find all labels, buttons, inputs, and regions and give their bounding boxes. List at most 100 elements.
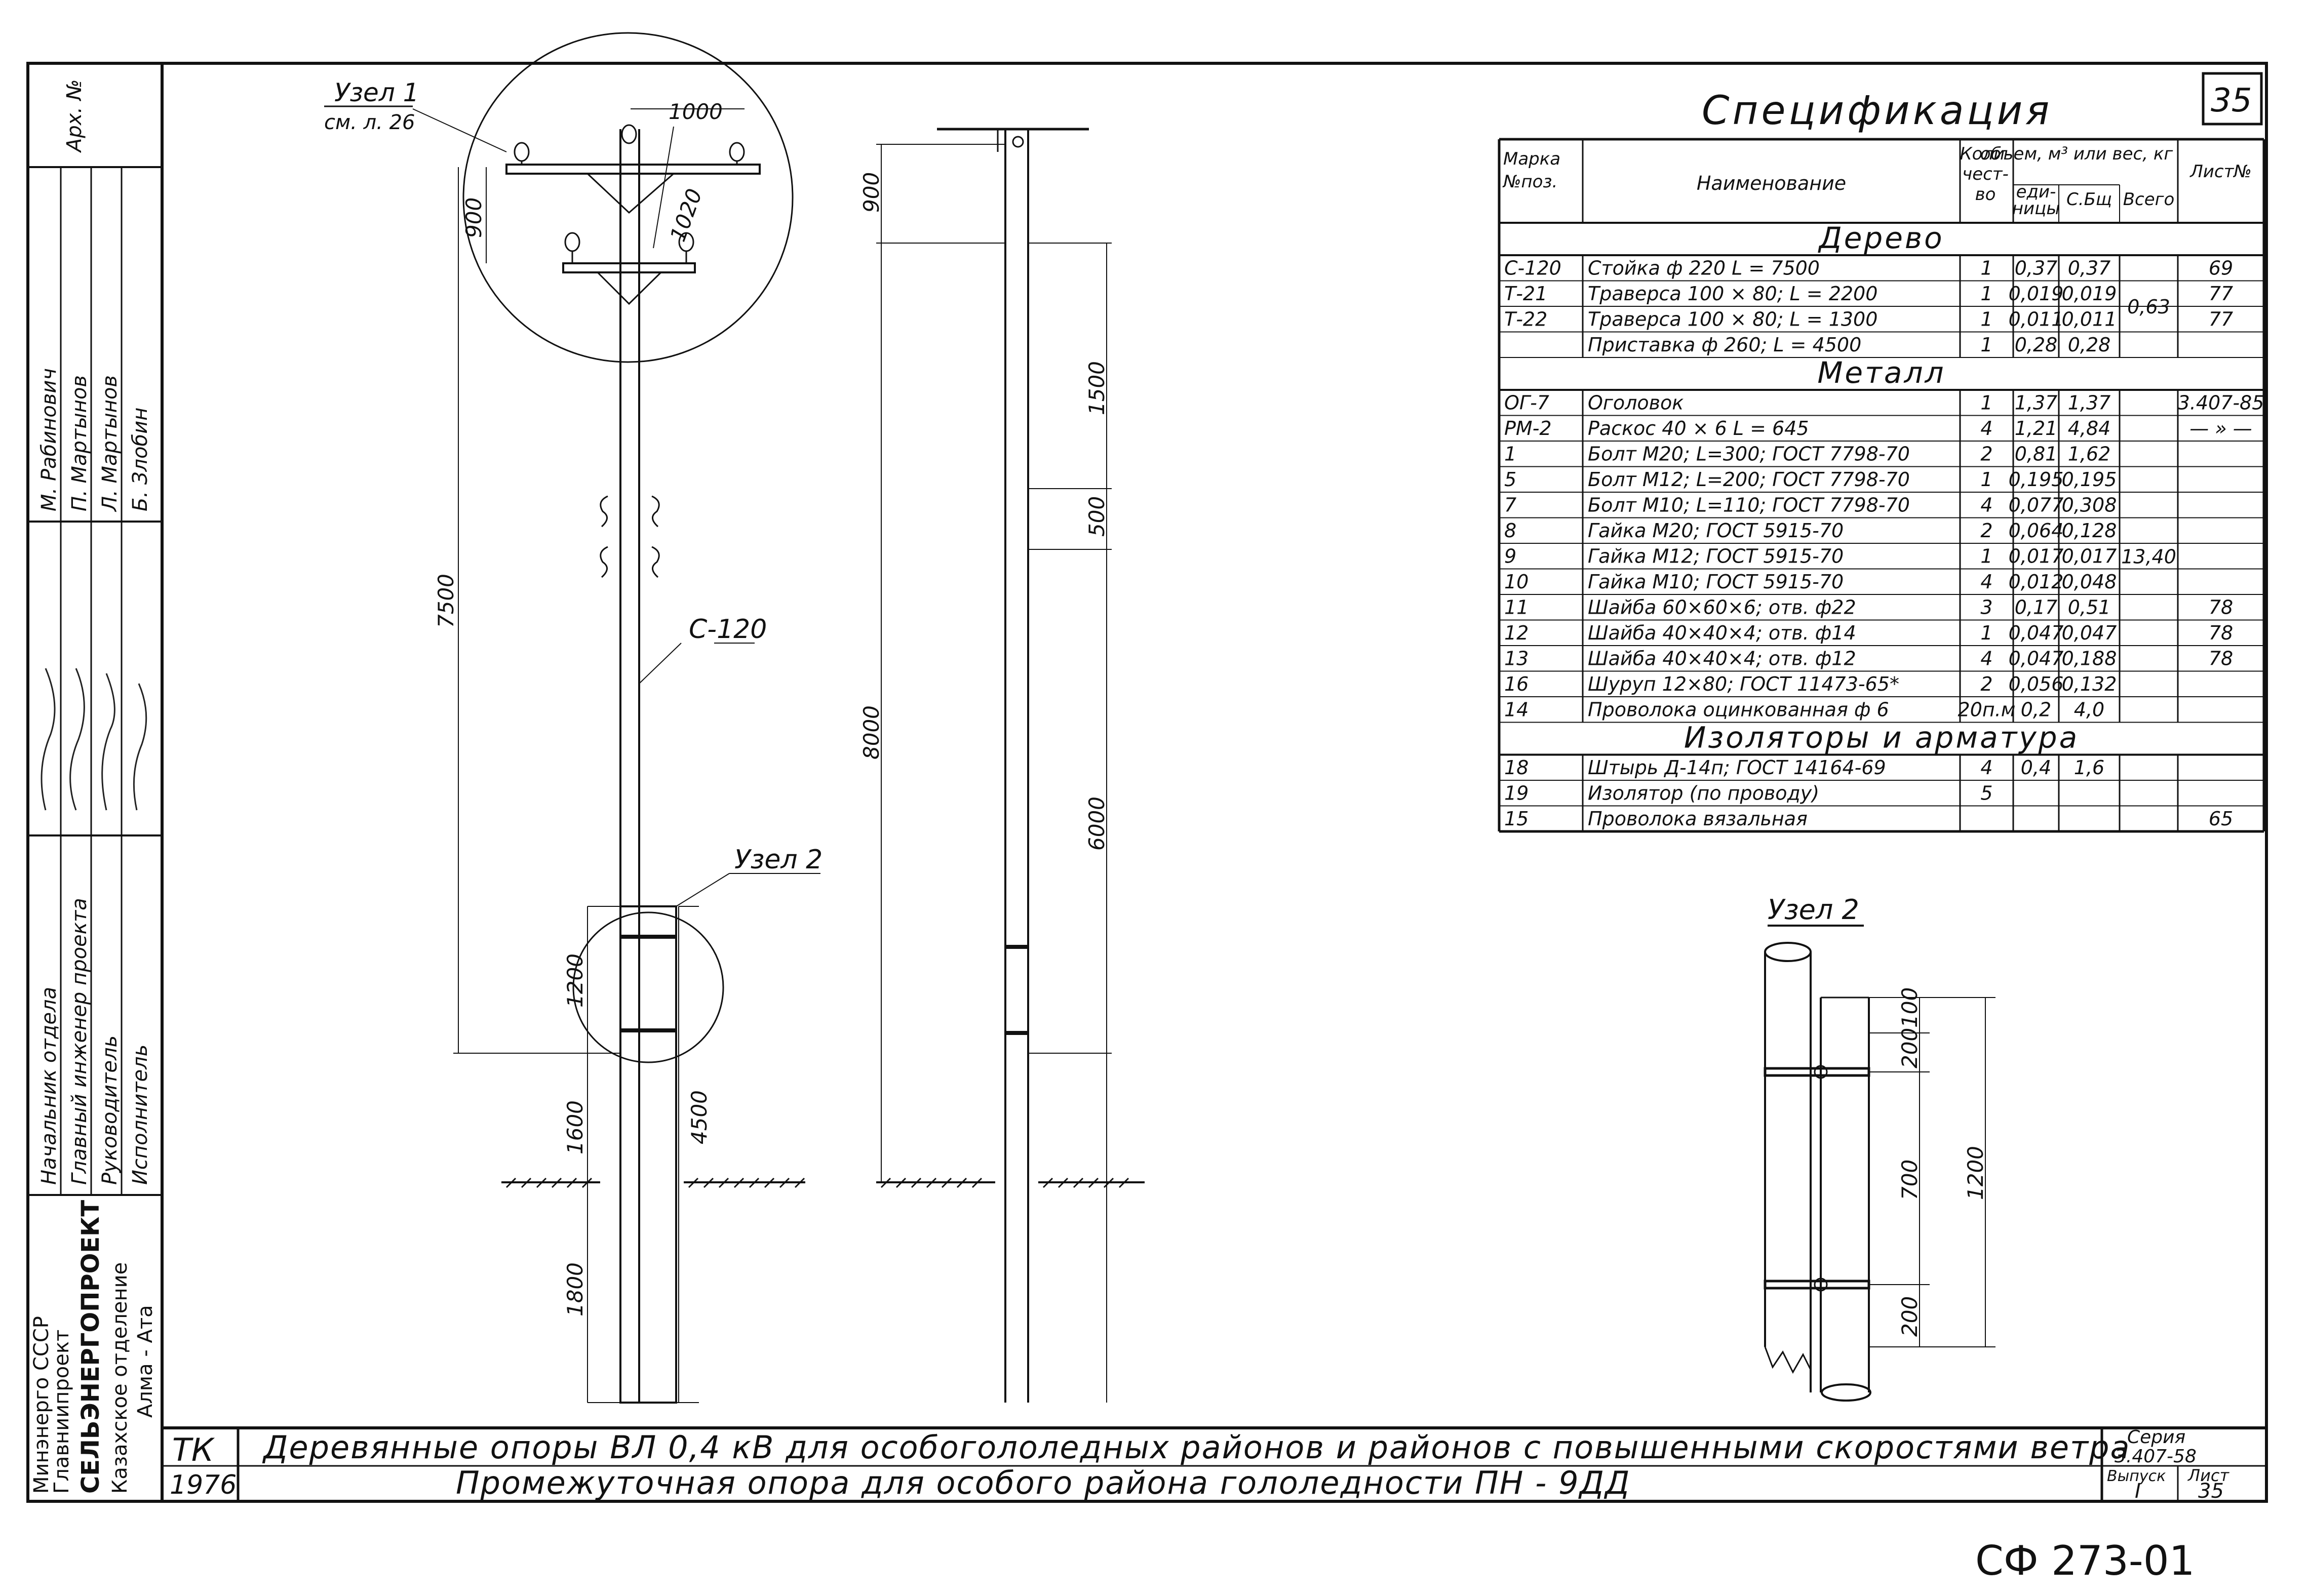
row-sheet: 78 bbox=[2209, 622, 2233, 644]
row-unit: 0,064 bbox=[2009, 520, 2064, 542]
row-sum: 1,62 bbox=[2068, 443, 2111, 465]
row-sum: 4,0 bbox=[2074, 699, 2104, 721]
row-unit: 0,047 bbox=[2009, 622, 2064, 644]
row-unit: 0,012 bbox=[2009, 571, 2064, 593]
row-unit: 1,21 bbox=[2015, 417, 2058, 440]
node1-circle bbox=[462, 32, 794, 363]
signature-1 bbox=[41, 668, 56, 811]
row-qty: 1 bbox=[1980, 622, 1992, 644]
row-mark: 13 bbox=[1504, 648, 1529, 670]
row-sum: 0,048 bbox=[2062, 571, 2117, 593]
row-name: Гайка М12; ГОСТ 5915-70 bbox=[1588, 545, 1844, 568]
row-sum: 0,51 bbox=[2068, 596, 2111, 619]
dim-detail-200-top: 200 bbox=[1897, 1028, 1922, 1068]
row-name: Приставка ф 260; L = 4500 bbox=[1588, 334, 1861, 356]
row-qty: 2 bbox=[1980, 520, 1992, 542]
row-qty: 5 bbox=[1980, 782, 1992, 805]
row-mark: 7 bbox=[1504, 494, 1516, 516]
specification: 35 Спецификация Марка№поз.НаименованиеКо… bbox=[1498, 72, 2265, 833]
dim-side-900: 900 bbox=[859, 172, 884, 213]
row-sum: 0,128 bbox=[2062, 520, 2117, 542]
outer-frame bbox=[26, 62, 2268, 1503]
section-total-0: 0,63 bbox=[2127, 296, 2170, 318]
row-sum: 0,011 bbox=[2062, 308, 2117, 331]
node1-ref: см. л. 26 bbox=[324, 111, 415, 134]
dim-detail-1200: 1200 bbox=[1963, 1146, 1988, 1200]
name-1: М. Рабинович bbox=[37, 368, 61, 511]
row-name: Изолятор (по проводу) bbox=[1588, 782, 1819, 805]
row-mark: 14 bbox=[1504, 699, 1529, 721]
node2-label: Узел 2 bbox=[734, 845, 823, 875]
row-sheet: 65 bbox=[2209, 808, 2233, 830]
node2-detail bbox=[1764, 942, 1995, 1402]
row-mark: 1 bbox=[1504, 443, 1516, 465]
header-mark: Марка bbox=[1503, 149, 1560, 169]
archive-stamp: СФ 273-01 bbox=[1975, 1537, 2195, 1584]
header-qty-2: чест- bbox=[1962, 164, 2009, 184]
row-qty: 4 bbox=[1980, 756, 1992, 779]
row-unit: 0,4 bbox=[2021, 756, 2051, 779]
row-unit: 0,019 bbox=[2009, 283, 2064, 305]
row-name: Оголовок bbox=[1588, 392, 1684, 414]
header-qty-3: во bbox=[1975, 184, 1996, 205]
row-unit: 0,28 bbox=[2015, 334, 2058, 356]
row-name: Проволока оцинкованная ф 6 bbox=[1588, 699, 1889, 721]
name-2: П. Мартынов bbox=[68, 375, 91, 511]
row-name: Болт М12; L=200; ГОСТ 7798-70 bbox=[1588, 468, 1910, 491]
row-unit: 0,2 bbox=[2021, 699, 2051, 721]
row-unit: 0,195 bbox=[2009, 468, 2064, 491]
row-sum: 0,37 bbox=[2068, 257, 2111, 280]
row-unit: 0,011 bbox=[2009, 308, 2064, 331]
row-qty: 4 bbox=[1980, 648, 1992, 670]
row-unit: 0,056 bbox=[2009, 673, 2064, 695]
dim-detail-700: 700 bbox=[1897, 1160, 1922, 1200]
org-line-3: СЕЛЬЭНЕРГОПРОЕКТ bbox=[76, 1200, 105, 1494]
row-qty: 1 bbox=[1980, 545, 1992, 568]
row-sheet: 77 bbox=[2209, 308, 2233, 331]
section-title-1: Металл bbox=[1817, 355, 1945, 390]
row-sum: 0,195 bbox=[2062, 468, 2117, 491]
node2-detail-title: Узел 2 bbox=[1768, 894, 1859, 926]
section-total-1: 13,40 bbox=[2121, 545, 2176, 568]
sheet-value: 35 bbox=[2198, 1480, 2224, 1503]
row-name: Болт М10; L=110; ГОСТ 7798-70 bbox=[1588, 494, 1910, 516]
title-line-2: Промежуточная опора для особого района г… bbox=[456, 1464, 1630, 1501]
dim-8000: 8000 bbox=[859, 705, 884, 760]
header-volume: объем, м³ или вес, кг bbox=[1980, 144, 2174, 164]
row-name: Траверса 100 × 80; L = 2200 bbox=[1588, 283, 1877, 305]
row-mark: Т-22 bbox=[1504, 308, 1547, 331]
dim-1200: 1200 bbox=[563, 953, 588, 1008]
row-qty: 2 bbox=[1980, 443, 1992, 465]
row-mark: 15 bbox=[1504, 808, 1529, 830]
row-sum: 0,28 bbox=[2068, 334, 2111, 356]
row-sum: 1,37 bbox=[2068, 392, 2111, 414]
row-qty: 2 bbox=[1980, 673, 1992, 695]
dim-900: 900 bbox=[461, 197, 486, 238]
issue-value: I bbox=[2135, 1480, 2141, 1503]
row-name: Гайка М10; ГОСТ 5915-70 bbox=[1588, 571, 1844, 593]
header-sheet: Лист№ bbox=[2189, 162, 2252, 182]
dim-4500: 4500 bbox=[687, 1090, 712, 1144]
row-unit: 0,81 bbox=[2015, 443, 2058, 465]
header-total: Всего bbox=[2123, 189, 2175, 210]
header-sum: С.Бщ bbox=[2066, 189, 2112, 210]
row-qty: 1 bbox=[1980, 334, 1992, 356]
row-sheet: 77 bbox=[2209, 283, 2233, 305]
row-name: Траверса 100 × 80; L = 1300 bbox=[1588, 308, 1877, 331]
row-qty: 3 bbox=[1980, 596, 1992, 619]
row-name: Шуруп 12×80; ГОСТ 11473-65* bbox=[1588, 673, 1899, 695]
row-sum: 0,047 bbox=[2062, 622, 2117, 644]
row-name: Раскос 40 × 6 L = 645 bbox=[1588, 417, 1809, 440]
header-name: Наименование bbox=[1697, 172, 1846, 194]
node1-label: Узел 1 bbox=[334, 78, 419, 107]
row-qty: 4 bbox=[1980, 571, 1992, 593]
row-sheet: 69 bbox=[2209, 257, 2233, 280]
node2-detail-labels: Узел 2 100 200 700 200 1200 bbox=[1768, 894, 1988, 1337]
row-qty: 1 bbox=[1980, 392, 1992, 414]
section-title-2: Изоляторы и арматура bbox=[1684, 721, 2079, 755]
row-sum: 0,132 bbox=[2062, 673, 2117, 695]
row-sheet: 3.407-85 bbox=[2178, 392, 2264, 414]
row-mark: 11 bbox=[1504, 596, 1529, 619]
